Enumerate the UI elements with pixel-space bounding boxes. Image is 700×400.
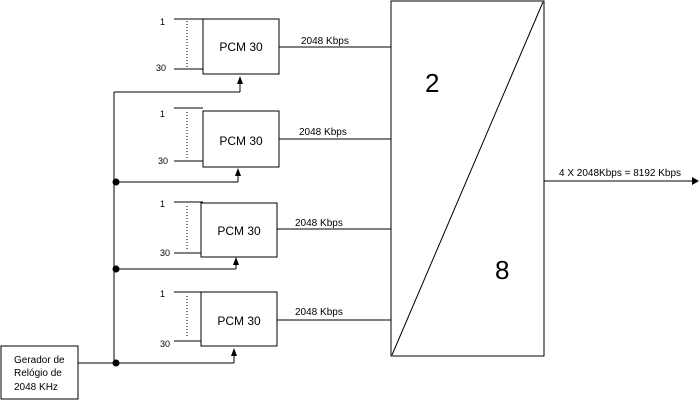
pcm-block-3: 1 30 PCM 30 2048 Kbps <box>116 199 391 270</box>
pcm-block-4: 1 30 PCM 30 2048 Kbps <box>116 289 391 364</box>
pcm-label: PCM 30 <box>219 40 263 54</box>
channel-last-label: 30 <box>156 63 166 73</box>
channel-last-label: 30 <box>160 339 170 349</box>
clock-arrow-icon <box>237 76 243 84</box>
pcm-box <box>202 110 280 168</box>
mux-diagonal <box>391 1 544 356</box>
generator-box <box>0 345 79 400</box>
generator-line-1: Gerador de <box>14 355 65 366</box>
pcm-block-1: 1 30 PCM 30 2048 Kbps <box>114 17 391 93</box>
bitrate-label: 2048 Kbps <box>295 218 343 229</box>
pcm-box <box>200 291 278 347</box>
generator-line-2: Relógio de <box>14 368 62 379</box>
pcm-box <box>200 202 278 258</box>
clock-bus <box>78 92 120 367</box>
multiplexer: 2 8 <box>390 0 545 357</box>
bitrate-label: 2048 Kbps <box>295 307 343 318</box>
channel-first-label: 1 <box>160 199 165 209</box>
pcm-label: PCM 30 <box>217 314 261 328</box>
bitrate-label: 2048 Kbps <box>301 36 349 47</box>
clock-arrow-icon <box>235 168 241 176</box>
clock-generator: Gerador de Relógio de 2048 KHz <box>0 345 79 400</box>
channel-first-label: 1 <box>160 289 165 299</box>
mux-output-label: 8 <box>495 255 509 285</box>
mux-input-label: 2 <box>425 68 439 98</box>
output-label: 4 X 2048Kbps = 8192 Kbps <box>559 168 681 179</box>
channel-first-label: 1 <box>160 109 165 119</box>
channel-first-label: 1 <box>160 17 165 27</box>
junction-dot <box>112 359 120 367</box>
pcm-label: PCM 30 <box>219 134 263 148</box>
channel-last-label: 30 <box>158 156 168 166</box>
pcm-block-2: 1 30 PCM 30 2048 Kbps <box>116 107 391 183</box>
junction-dot <box>112 265 120 273</box>
channel-last-label: 30 <box>160 248 170 258</box>
generator-line-3: 2048 KHz <box>14 382 58 393</box>
output-arrow-icon <box>692 177 699 185</box>
output: 4 X 2048Kbps = 8192 Kbps <box>544 168 699 185</box>
bitrate-label: 2048 Kbps <box>299 127 347 138</box>
pcm-label: PCM 30 <box>217 224 261 238</box>
junction-dot <box>112 178 120 186</box>
pcm-box <box>202 18 280 75</box>
clock-arrow-icon <box>231 348 237 356</box>
clock-arrow-icon <box>233 257 239 265</box>
